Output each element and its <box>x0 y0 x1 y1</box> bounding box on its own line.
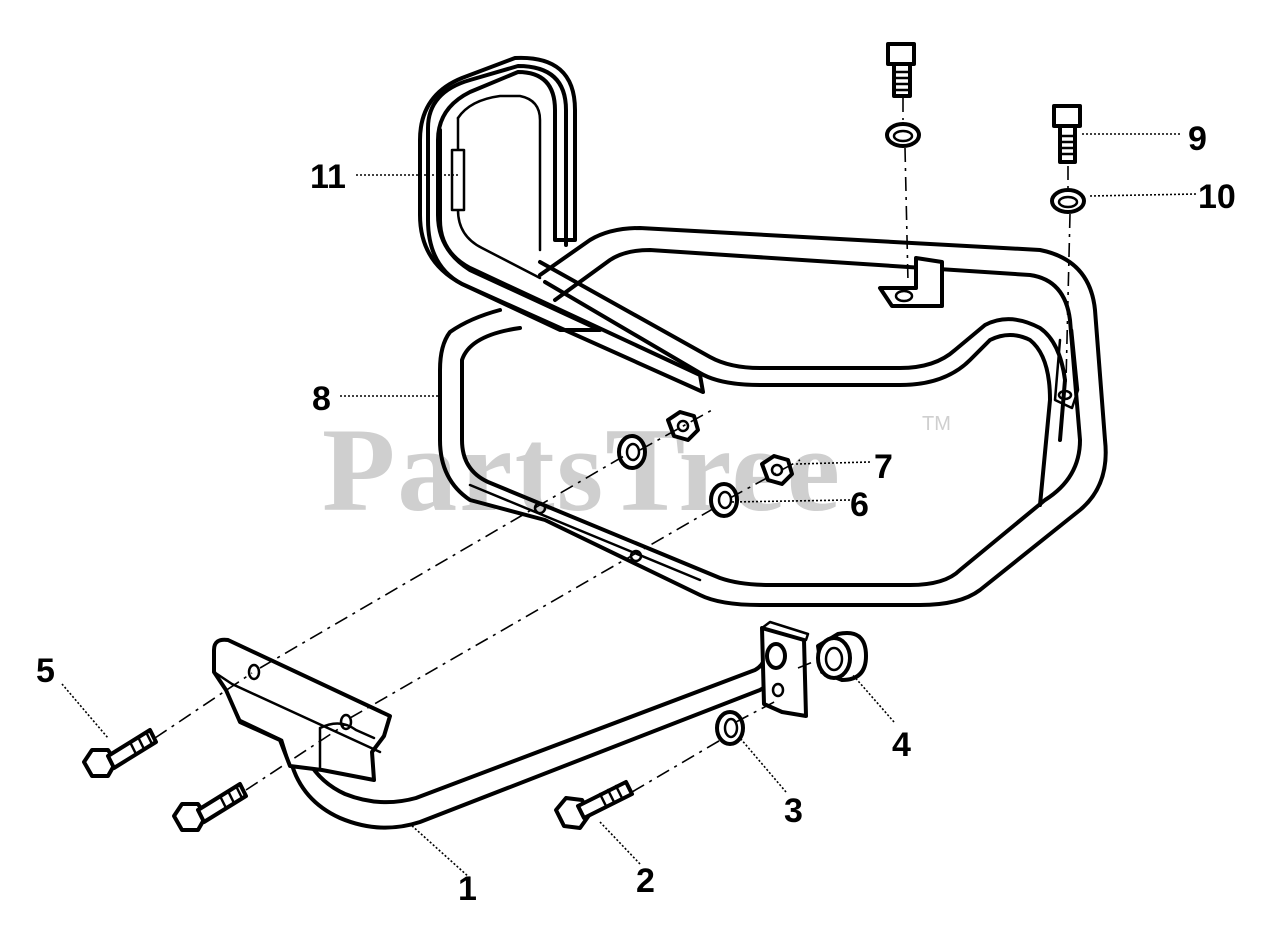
leader-lines <box>61 133 1197 879</box>
callout-7: 7 <box>874 448 893 486</box>
lock-washer-6b <box>709 482 739 518</box>
assembly-centerlines <box>154 98 1071 793</box>
hex-nut-7b <box>760 454 794 486</box>
callout-2: 2 <box>636 862 655 900</box>
guard-handle-loop <box>418 55 705 394</box>
callout-5: 5 <box>36 652 55 690</box>
callout-6: 6 <box>850 486 869 524</box>
hex-bolt-9 <box>1052 104 1082 164</box>
callout-10: 10 <box>1198 178 1236 216</box>
lock-washer-3 <box>715 710 745 746</box>
callout-1: 1 <box>458 870 477 908</box>
upper-hex-bolt <box>886 42 916 98</box>
hex-bolt-2 <box>554 780 634 830</box>
callout-9: 9 <box>1188 120 1207 158</box>
bumper-bar <box>212 620 810 830</box>
callout-4: 4 <box>892 726 911 764</box>
trademark-mark: TM <box>922 413 951 435</box>
upper-lock-washer <box>885 122 921 148</box>
callout-8: 8 <box>312 380 331 418</box>
guard-top-bracket <box>878 256 944 308</box>
partstree-watermark: PartsTree <box>322 403 842 536</box>
callout-3: 3 <box>784 792 803 830</box>
spacer-4 <box>816 631 868 682</box>
lock-washer-10 <box>1050 188 1086 214</box>
hex-bolt-5b <box>172 782 248 832</box>
lock-washer-6a <box>617 434 647 470</box>
hex-bolt-5a <box>82 728 158 778</box>
callout-11: 11 <box>310 158 346 196</box>
guard-frame <box>438 226 1108 607</box>
